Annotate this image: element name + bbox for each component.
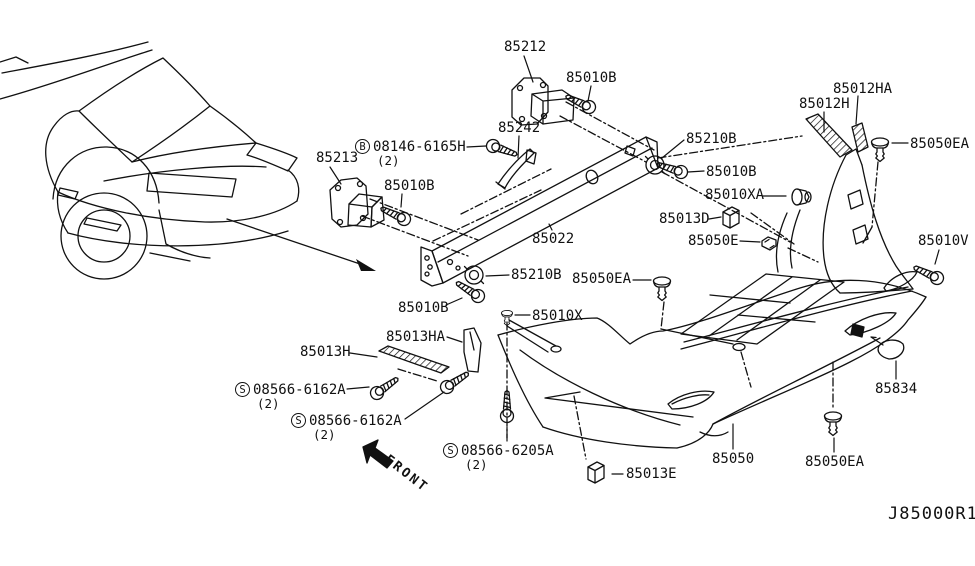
prefix-circle-S-3: S [443,443,458,458]
diagram-code: J85000R1 [888,504,975,524]
absorber-85012HA [851,122,869,153]
leader-lines [329,55,940,475]
part-label-85013HA: 85013HA [386,329,446,345]
part-label-85213: 85213 [316,150,359,166]
prefix-circle-S-1: S [235,382,250,397]
part-label-85050E: 85050E [688,233,739,249]
qty-08566-6205A: (2) [465,457,488,472]
clip-85050EA-mid-icon [652,276,672,302]
qty-08566-6162A-1: (2) [257,396,280,411]
clip-85013D-icon [722,206,740,229]
part-label-85022: 85022 [532,231,575,247]
car-sketch [0,41,300,280]
part-label-08566-6162A-1: 08566-6162A [253,382,346,398]
clip-85050E-icon [761,236,777,251]
clip-85013E-icon [587,461,605,484]
part-label-85010XA: 85010XA [705,187,765,203]
part-label-85210B-mid: 85210B [511,267,562,283]
bracket-85212 [511,77,575,126]
reinforcement-beam [420,136,659,287]
screw-6162A-1-icon [367,372,403,403]
part-label-85013D: 85013D [659,211,710,227]
clip-85050EA-topright-icon [870,137,890,163]
part-label-85013E: 85013E [626,466,677,482]
pointer-arrow [226,218,376,271]
prefix-circle-B: B [355,139,370,154]
part-label-85242: 85242 [498,120,541,136]
part-label-85050EA-mid: 85050EA [572,271,632,287]
part-label-85050EA-topright: 85050EA [910,136,970,152]
part-label-85212: 85212 [504,39,547,55]
part-label-85012H: 85012H [799,96,850,112]
part-label-85050: 85050 [712,451,755,467]
clip-85050EA-bottom-icon [823,411,843,437]
part-label-85010B-right: 85010B [706,164,757,180]
part-label-85010V: 85010V [918,233,969,249]
absorber-85012H [805,113,853,158]
front-arrow-icon [362,439,394,469]
part-label-85050EA-bottom: 85050EA [805,454,865,470]
screw-08146-icon [484,137,520,162]
spacer-mount-line [862,226,873,244]
part-label-08566-6162A-2: 08566-6162A [309,413,402,429]
side-spacer [775,148,914,294]
part-label-85010B-left: 85010B [384,178,435,194]
bracket-85013HA [463,327,482,373]
qty-08566-6162A-2: (2) [313,427,336,442]
bracket-85213 [329,177,385,228]
part-label-85010B-top: 85010B [566,70,617,86]
projection-lines [361,101,879,460]
bracket-85013H [378,345,450,374]
bracket-85242 [495,148,537,190]
part-label-85010B-mid: 85010B [398,300,449,316]
part-label-85013H: 85013H [300,344,351,360]
part-label-85010X: 85010X [532,308,583,324]
part-label-08146-6165H: 08146-6165H [373,139,466,155]
rear-sill-panel [680,271,918,350]
part-label-85012HA: 85012HA [833,81,893,97]
grommet-85210B-mid-icon [463,265,485,285]
prefix-circle-S-2: S [291,413,306,428]
clip-85010XA-icon [791,188,812,206]
bumper-cover [497,279,927,449]
qty-08146-6165H: (2) [377,153,400,168]
part-label-85210B-topright: 85210B [686,131,737,147]
part-label-08566-6205A: 08566-6205A [461,443,554,459]
part-label-85834: 85834 [875,381,918,397]
